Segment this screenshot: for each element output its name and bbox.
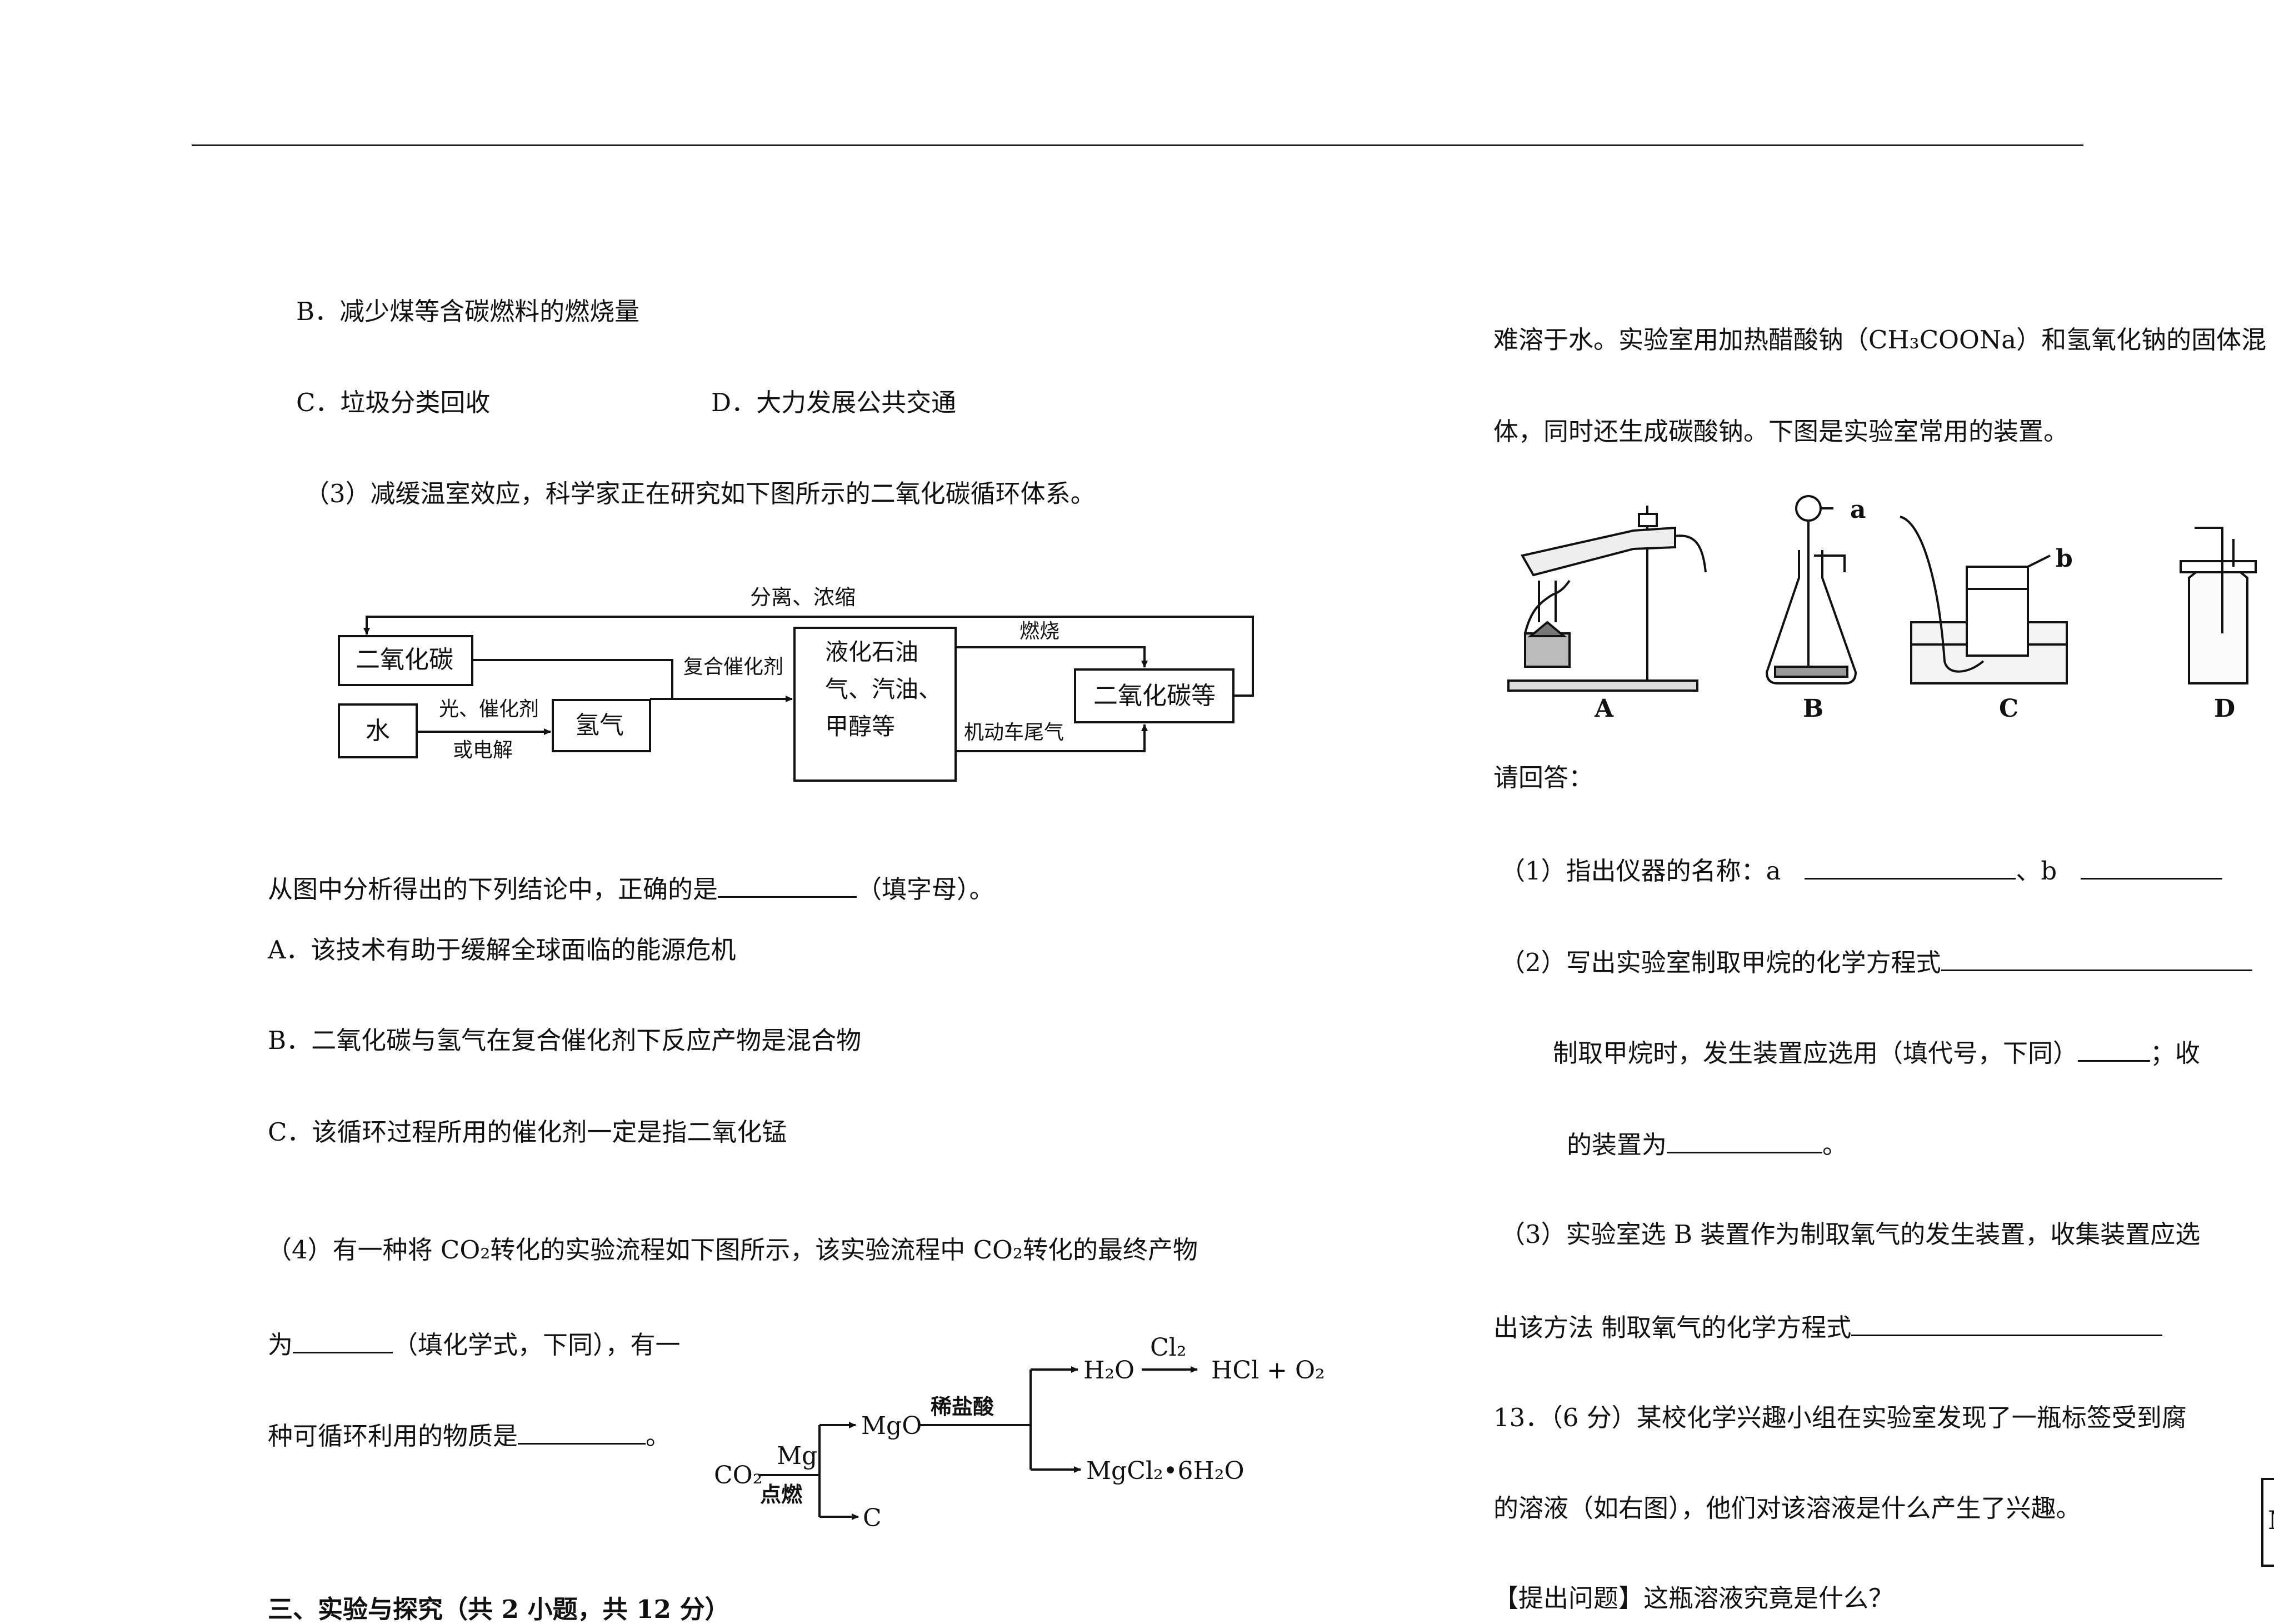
flow-hcl-o2: HCl + O₂ xyxy=(1211,1356,1325,1385)
flow-cl2: Cl₂ xyxy=(1150,1333,1186,1362)
question-4-line3: 种可循环利用的物质是。 xyxy=(268,1421,671,1451)
label-co2: 二氧化碳 xyxy=(356,646,453,674)
question-3: （3）减缓温室效应，科学家正在研究如下图所示的二氧化碳循环体系。 xyxy=(304,479,1096,508)
methane-intro-2: 体，同时还生成碳酸钠。下图是实验室常用的装置。 xyxy=(1493,417,2069,446)
label-co2-etc: 二氧化碳等 xyxy=(1093,682,1216,710)
conclusion-line: 从图中分析得出的下列结论中，正确的是（填字母）。 xyxy=(268,874,994,904)
answer-b: B．二氧化碳与氢气在复合催化剂下反应产物是混合物 xyxy=(268,1026,862,1055)
blank-methane-equation[interactable] xyxy=(1941,947,2252,971)
flow-mgo: MgO xyxy=(861,1412,922,1440)
label-app-d: D xyxy=(2214,694,2235,722)
blank-recycled-substance[interactable] xyxy=(518,1421,646,1445)
sub-question-2: （2）写出实验室制取甲烷的化学方程式 xyxy=(1500,947,2252,977)
label-fuels-3: 甲醇等 xyxy=(825,713,895,740)
blank-generation-device[interactable] xyxy=(2078,1038,2151,1062)
mg-co2-flow-diagram: CO₂ Mg 点燃 MgO 稀盐酸 C H₂O Cl₂ HCl + O₂ MgC… xyxy=(714,1333,1325,1532)
label-composite-catalyst: 复合催化剂 xyxy=(683,656,783,678)
option-d-line: D．大力发展公共交通 xyxy=(711,388,957,417)
question-13-line2: 的溶液（如右图），他们对该溶液是什么产生了兴趣。 xyxy=(1493,1493,2081,1523)
label-fuels-1: 液化石油 xyxy=(825,638,918,666)
blank-instrument-b[interactable] xyxy=(2081,856,2223,880)
blank-conclusion[interactable] xyxy=(718,874,857,898)
option-c-line: C．垃圾分类回收 xyxy=(296,388,491,417)
question-4: （4）有一种将 CO₂转化的实验流程如下图所示，该实验流程中 CO₂转化的最终产… xyxy=(267,1235,1198,1265)
label-app-a: A xyxy=(1594,694,1614,722)
option-b-line: B．减少煤等含碳燃料的燃烧量 xyxy=(296,297,640,326)
blank-final-product[interactable] xyxy=(293,1330,393,1353)
answer-a: A．该技术有助于缓解全球面临的能源危机 xyxy=(268,935,736,965)
please-answer: 请回答： xyxy=(1493,763,1594,792)
blank-collection-device[interactable] xyxy=(1667,1130,1823,1153)
label-separate-concentrate: 分离、浓缩 xyxy=(750,585,856,609)
sub-question-1: （1）指出仪器的名称：a 、b xyxy=(1500,856,2223,885)
sub-question-2-line2: 制取甲烷时，发生装置应选用（填代号，下同）；收 xyxy=(1553,1038,2201,1068)
mark-a: a xyxy=(1850,496,1866,524)
sub-question-2-line3: 的装置为。 xyxy=(1567,1130,1848,1160)
flow-co2: CO₂ xyxy=(714,1461,762,1490)
apparatus-c xyxy=(1900,516,2068,684)
sub-question-3-line2: 出该方法 制取氧气的化学方程式 xyxy=(1493,1312,2163,1342)
box-hydrogen xyxy=(552,699,651,752)
header-rule xyxy=(192,144,2083,146)
label-fuels-2: 气、汽油、 xyxy=(825,676,942,703)
apparatus-b xyxy=(1765,495,1857,684)
question-4-line2: 为（填化学式，下同），有一 xyxy=(268,1330,681,1360)
flow-c: C xyxy=(863,1504,882,1532)
co2-cycle-diagram: 分离、浓缩 二氧化碳 水 光、催化剂 或电解 氢气 复合催化剂 液化石油 气、汽… xyxy=(338,585,1254,782)
flow-h2o: H₂O xyxy=(1083,1356,1134,1385)
apparatus-figure: a b A B C D xyxy=(1507,495,2257,722)
blank-oxygen-equation[interactable] xyxy=(1851,1312,2163,1336)
blank-instrument-a[interactable] xyxy=(1805,856,2016,880)
flow-mgcl2: MgCl₂•6H₂O xyxy=(1086,1457,1245,1485)
flow-mg: Mg xyxy=(777,1442,817,1470)
methane-intro-1: 难溶于水。实验室用加热醋酸钠（CH₃COONa）和氢氧化钠的固体混 xyxy=(1493,325,2267,354)
label-app-b: B xyxy=(1803,694,1823,722)
flow-dilute-hcl: 稀盐酸 xyxy=(931,1394,994,1419)
label-burn: 燃烧 xyxy=(1019,620,1059,643)
sub-question-3: （3）实验室选 B 装置作为制取氧气的发生装置，收集装置应选 xyxy=(1500,1220,2201,1249)
label-or-electrolysis: 或电解 xyxy=(453,739,513,762)
label-light-catalyst: 光、催化剂 xyxy=(439,698,539,721)
mark-b: b xyxy=(2056,544,2073,573)
apparatus-a xyxy=(1507,506,1707,692)
reagent-label-letter: N xyxy=(2268,1505,2274,1535)
question-13-line3: 【提出问题】这瓶溶液究竟是什么？ xyxy=(1493,1583,1894,1613)
apparatus-d xyxy=(2180,527,2257,684)
reagent-label-box: N xyxy=(2261,1478,2274,1567)
box-fuels xyxy=(793,627,957,782)
label-app-c: C xyxy=(1999,694,2018,722)
section-heading-cut: 三、实验与探究（共 2 小题，共 12 分） xyxy=(268,1595,730,1624)
question-13: 13．（6 分）某校化学兴趣小组在实验室发现了一瓶标签受到腐 xyxy=(1493,1403,2187,1432)
answer-c: C．该循环过程所用的催化剂一定是指二氧化锰 xyxy=(268,1117,787,1147)
flow-ignite: 点燃 xyxy=(760,1482,803,1507)
label-hydrogen: 氢气 xyxy=(575,711,624,739)
label-water: 水 xyxy=(366,717,390,745)
label-exhaust: 机动车尾气 xyxy=(964,721,1064,744)
